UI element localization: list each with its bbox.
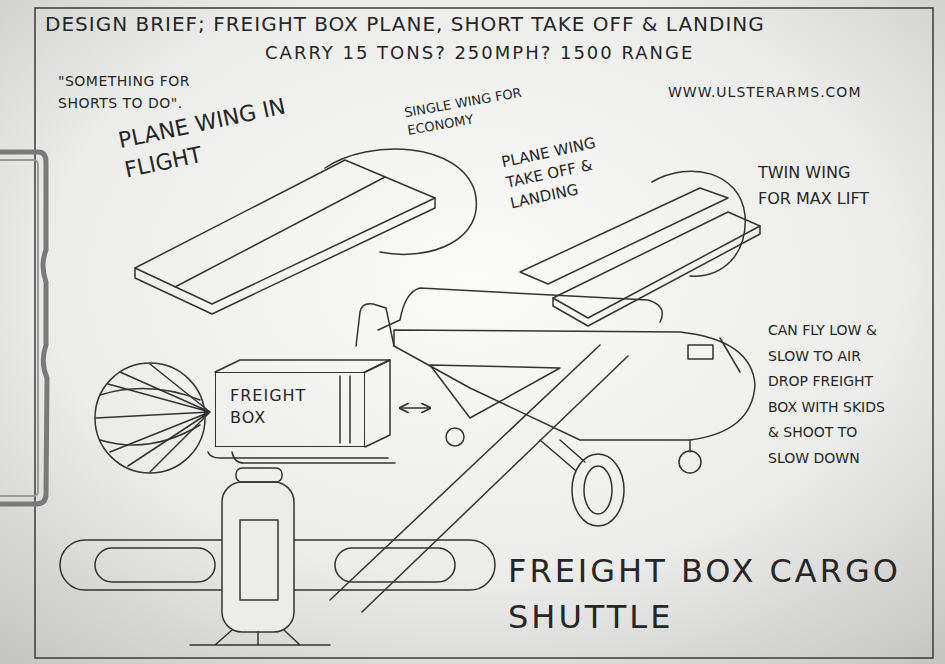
note-label: WWW.ULSTERARMS.COM bbox=[668, 84, 861, 101]
cockpit-window bbox=[688, 345, 713, 359]
note-label: PLANE WING TAKE OFF & LANDING bbox=[500, 129, 626, 215]
parachute-lines bbox=[96, 364, 210, 472]
main-wheel bbox=[572, 454, 624, 526]
twin-wing-lower bbox=[553, 226, 760, 326]
binder-clip bbox=[0, 152, 47, 504]
engine-pod bbox=[95, 548, 215, 582]
front-view-hatch bbox=[240, 520, 278, 600]
wing-flap-line bbox=[175, 177, 385, 287]
nose-gear bbox=[689, 440, 691, 452]
box-side-face bbox=[365, 360, 390, 447]
box-door-lines bbox=[340, 376, 350, 443]
caption: FREIGHT BOX CARGO SHUTTLE bbox=[508, 548, 908, 640]
twin-wing-lower bbox=[553, 212, 760, 318]
parachute bbox=[95, 363, 205, 473]
fuselage-hump bbox=[378, 288, 662, 330]
freight-box: FREIGHT BOX bbox=[215, 372, 365, 447]
fuselage bbox=[394, 330, 755, 440]
title: DESIGN BRIEF; FREIGHT BOX PLANE, SHORT T… bbox=[45, 12, 765, 36]
callout-loop bbox=[325, 149, 476, 254]
engine-pod bbox=[335, 548, 455, 582]
binder-clip bbox=[0, 160, 38, 496]
front-view-tail bbox=[236, 468, 282, 482]
main-wheel bbox=[584, 466, 612, 514]
parachute-folds bbox=[100, 389, 200, 445]
page-border bbox=[35, 8, 933, 658]
box-skids bbox=[208, 452, 395, 463]
note-label: CAN FLY LOW & SLOW TO AIR DROP FREIGHT B… bbox=[768, 318, 890, 471]
note-label: TWIN WING FOR MAX LIFT bbox=[758, 160, 873, 212]
note-label: "SOMETHING FOR SHORTS TO DO". bbox=[58, 70, 218, 114]
landing-gear bbox=[190, 630, 330, 645]
double-arrow bbox=[400, 407, 430, 409]
box-top-face bbox=[215, 360, 390, 372]
note-label: CARRY 15 TONS? 250MPH? 1500 RANGE bbox=[265, 42, 694, 64]
box-label: FREIGHT BOX bbox=[230, 385, 325, 429]
callout-loop bbox=[652, 171, 745, 276]
single-wing bbox=[135, 198, 435, 314]
wing-strut bbox=[430, 365, 560, 418]
cockpit-line bbox=[720, 338, 740, 372]
note-label: SINGLE WING FOR ECONOMY bbox=[403, 80, 547, 140]
single-wing bbox=[135, 160, 435, 304]
front-view-fuselage bbox=[222, 482, 294, 632]
nose-wheel bbox=[679, 451, 701, 473]
ramp-wheel bbox=[446, 428, 464, 446]
